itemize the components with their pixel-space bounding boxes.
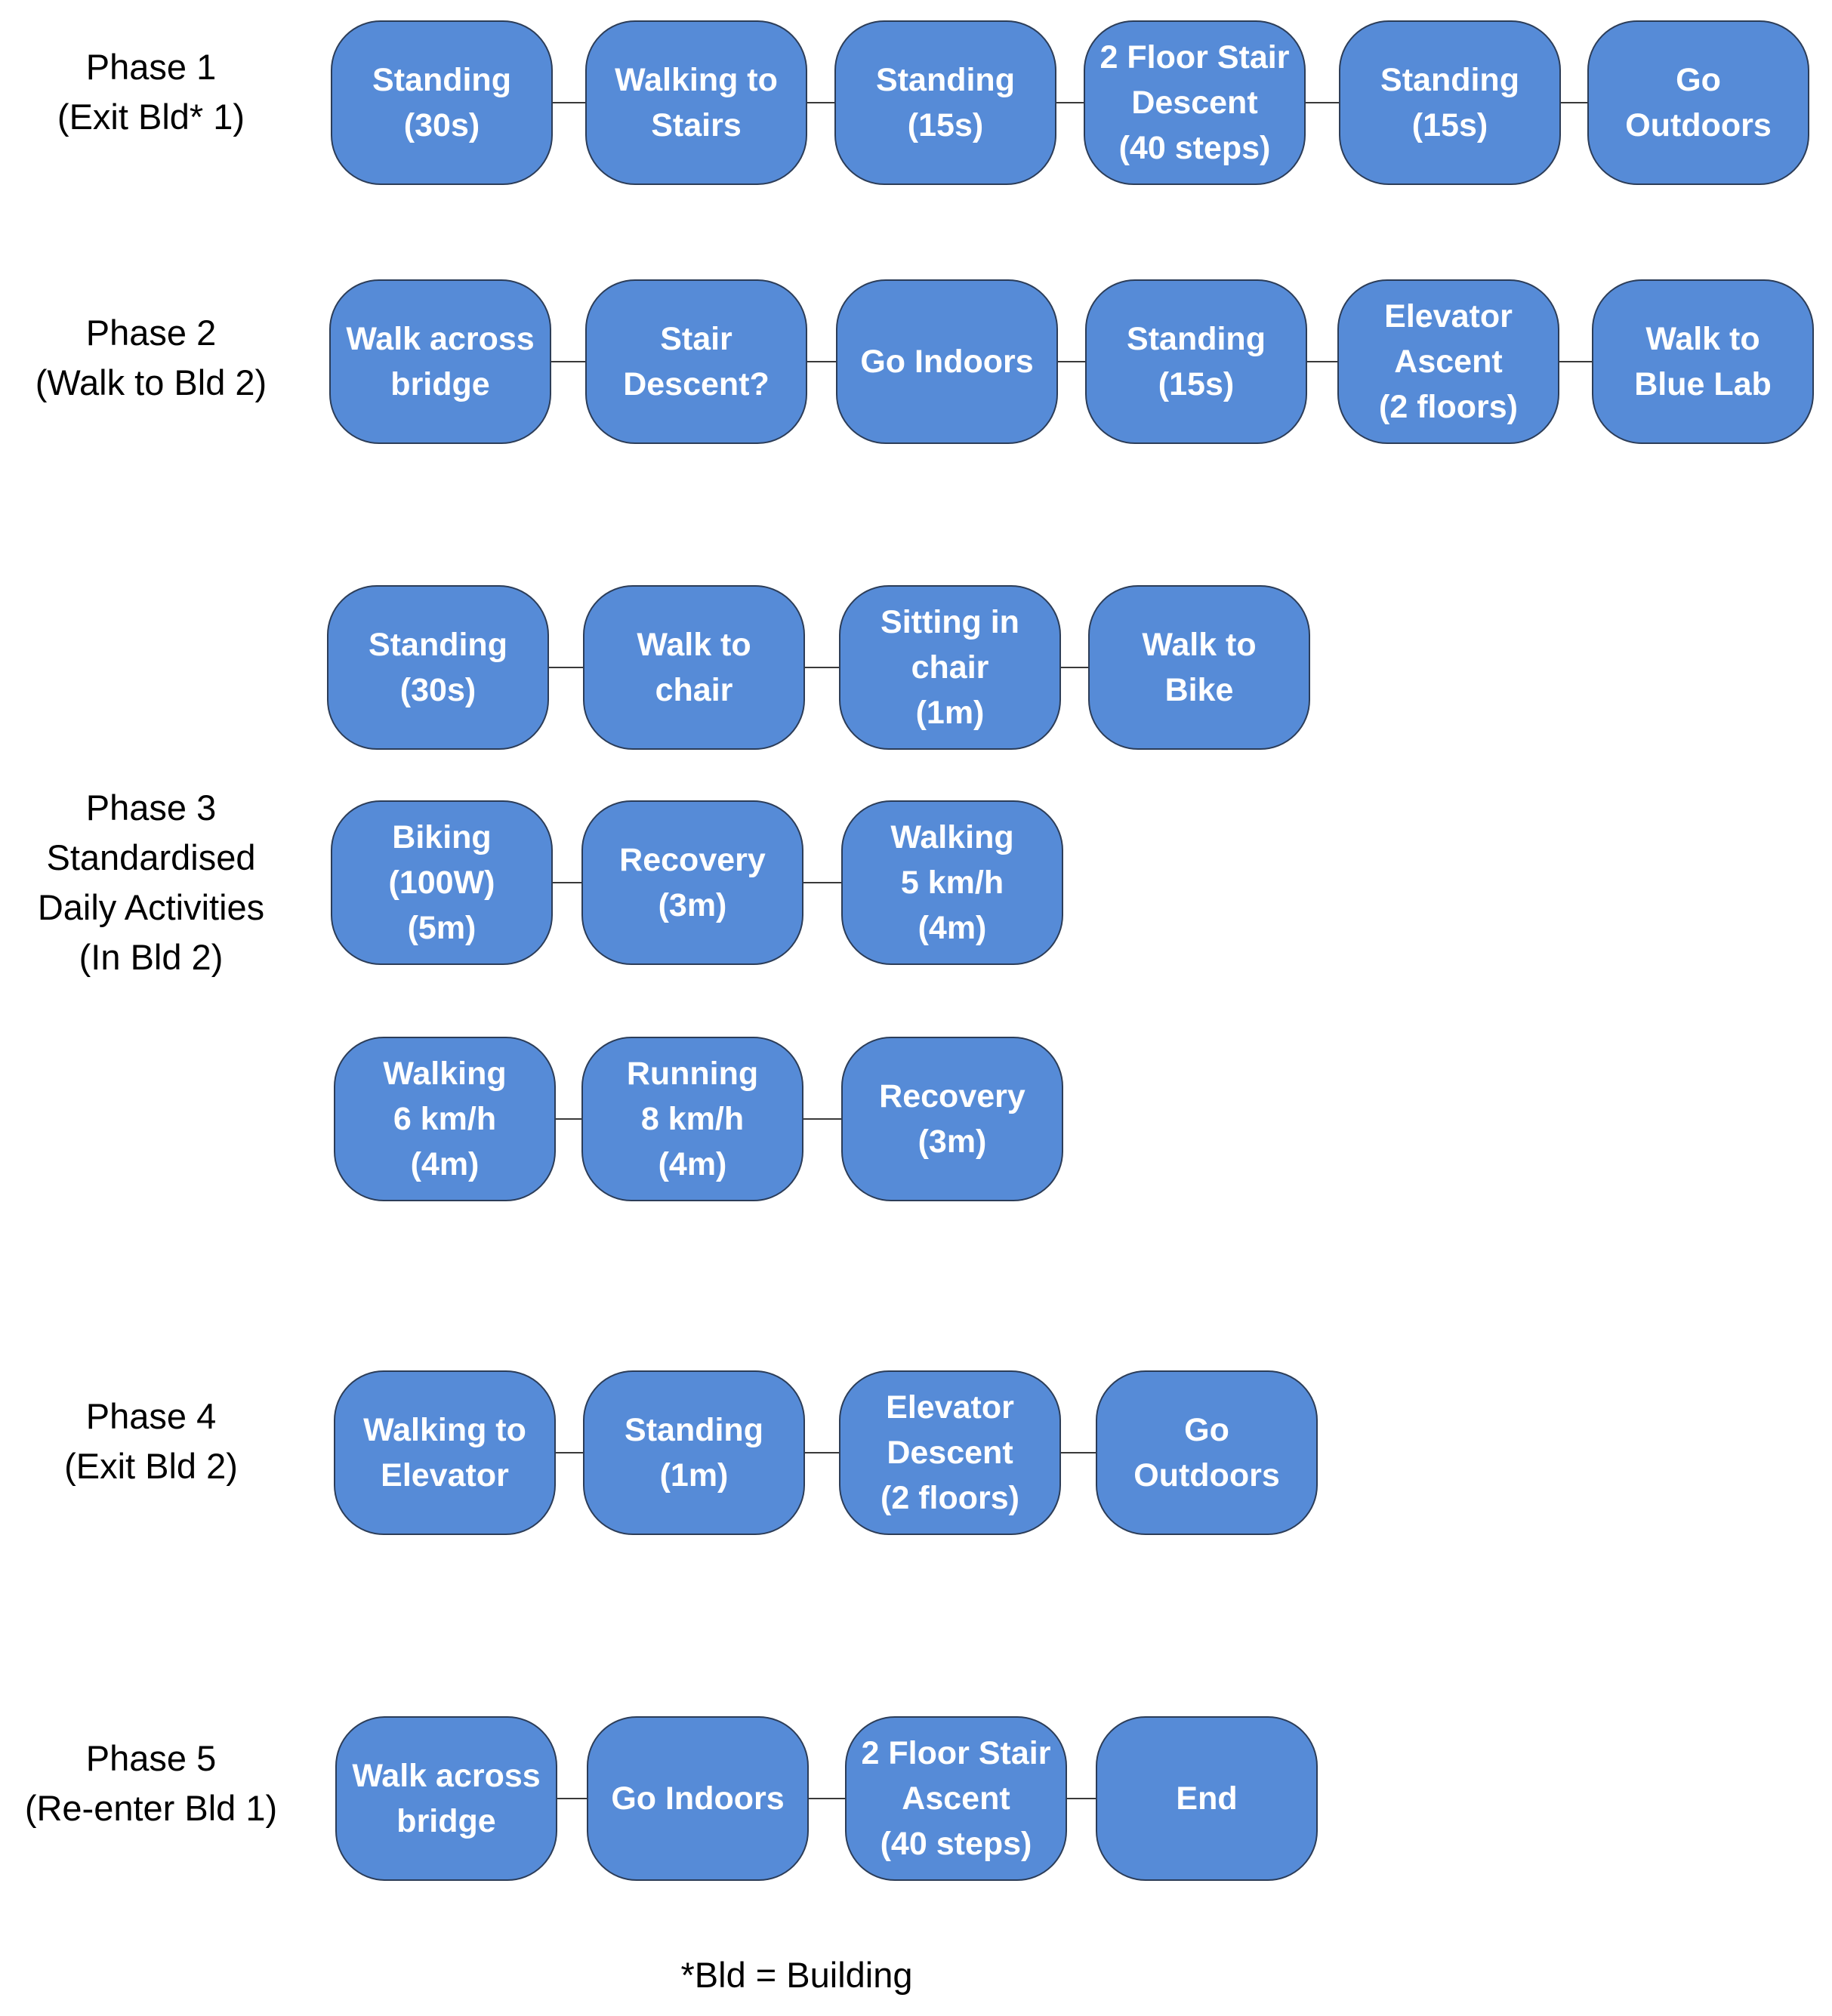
connector-line — [557, 1798, 587, 1799]
activity-step: Standing (30s) — [327, 585, 549, 750]
activity-step: Go Outdoors — [1587, 20, 1809, 185]
activity-step: 2 Floor Stair Descent (40 steps) — [1084, 20, 1306, 185]
connector-line — [553, 882, 581, 883]
connector-line — [805, 1452, 839, 1453]
connector-line — [1061, 667, 1088, 668]
activity-step: Walking 6 km/h (4m) — [334, 1037, 556, 1201]
activity-step: Walk across bridge — [335, 1716, 557, 1881]
footnote: *Bld = Building — [680, 1955, 913, 1995]
connector-line — [807, 361, 836, 362]
activity-step: End — [1096, 1716, 1318, 1881]
activity-step: Biking (100W) (5m) — [331, 800, 553, 965]
connector-line — [1306, 102, 1339, 103]
activity-step: Walk across bridge — [329, 279, 551, 444]
activity-step: Walk to Bike — [1088, 585, 1310, 750]
connector-line — [1307, 361, 1337, 362]
activity-step: Elevator Ascent (2 floors) — [1337, 279, 1559, 444]
activity-step: Walk to Blue Lab — [1592, 279, 1814, 444]
connector-line — [1056, 102, 1084, 103]
phase-label: Phase 3 Standardised Daily Activities (I… — [37, 788, 265, 977]
activity-step: Standing (15s) — [1085, 279, 1307, 444]
connector-line — [553, 102, 585, 103]
connector-line — [805, 667, 839, 668]
phase-label: Phase 2 (Walk to Bld 2) — [35, 313, 267, 402]
connector-line — [556, 1118, 581, 1120]
activity-step: Sitting in chair (1m) — [839, 585, 1061, 750]
connector-line — [809, 1798, 845, 1799]
connector-line — [1559, 361, 1592, 362]
connector-line — [549, 667, 583, 668]
activity-step: Walking to Stairs — [585, 20, 807, 185]
connector-line — [556, 1452, 583, 1453]
activity-step: Walking to Elevator — [334, 1370, 556, 1535]
connector-line — [807, 102, 834, 103]
phase-label: Phase 4 (Exit Bld 2) — [64, 1396, 238, 1486]
activity-step: Running 8 km/h (4m) — [581, 1037, 803, 1201]
connector-line — [1561, 102, 1587, 103]
activity-step: Recovery (3m) — [581, 800, 803, 965]
connector-line — [1067, 1798, 1096, 1799]
activity-step: Standing (30s) — [331, 20, 553, 185]
activity-step: Stair Descent? — [585, 279, 807, 444]
connector-line — [803, 1118, 841, 1120]
activity-step: Standing (1m) — [583, 1370, 805, 1535]
connector-line — [803, 882, 841, 883]
phase-label: Phase 5 (Re-enter Bld 1) — [24, 1738, 278, 1828]
phase-label: Phase 1 (Exit Bld* 1) — [57, 47, 245, 137]
activity-step: Recovery (3m) — [841, 1037, 1063, 1201]
connector-line — [551, 361, 585, 362]
connector-line — [1061, 1452, 1096, 1453]
activity-step: Standing (15s) — [1339, 20, 1561, 185]
activity-step: 2 Floor Stair Ascent (40 steps) — [845, 1716, 1067, 1881]
activity-step: Go Indoors — [587, 1716, 809, 1881]
activity-step: Walk to chair — [583, 585, 805, 750]
activity-step: Go Indoors — [836, 279, 1058, 444]
activity-step: Walking 5 km/h (4m) — [841, 800, 1063, 965]
activity-step: Go Outdoors — [1096, 1370, 1318, 1535]
activity-step: Elevator Descent (2 floors) — [839, 1370, 1061, 1535]
connector-line — [1058, 361, 1085, 362]
activity-step: Standing (15s) — [834, 20, 1056, 185]
